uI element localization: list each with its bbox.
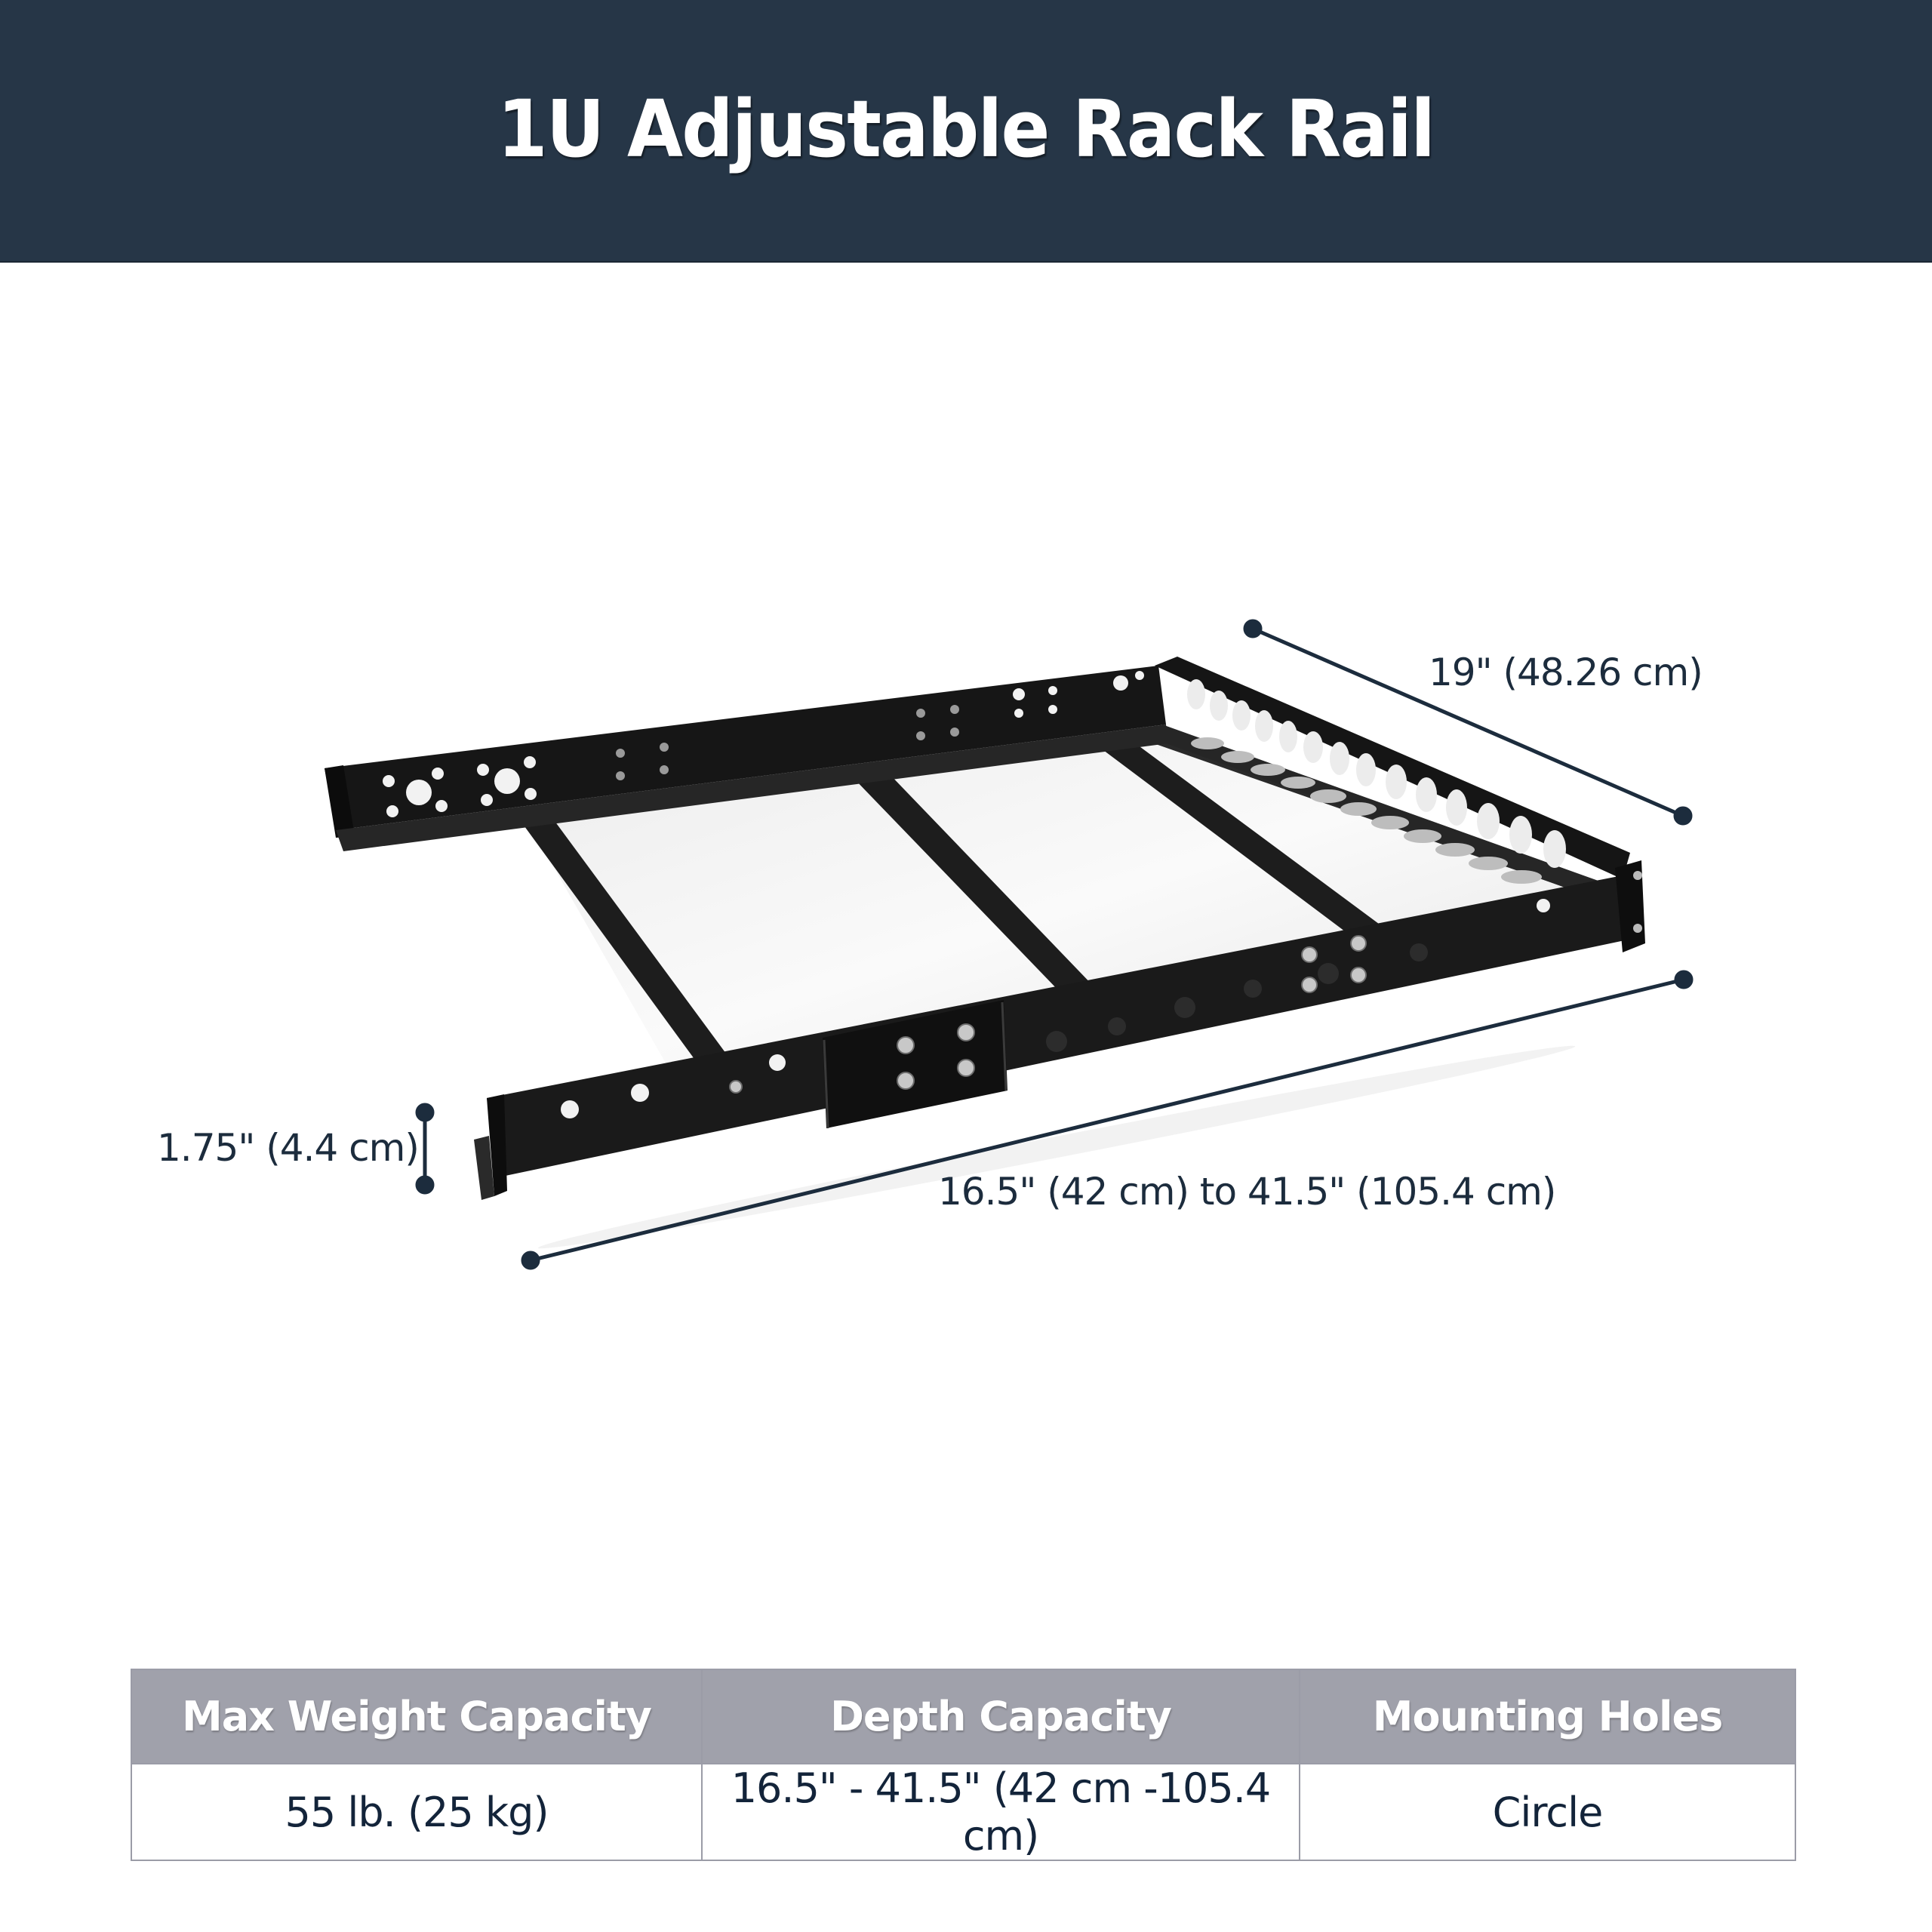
spec-table-header-row: Max Weight Capacity Depth Capacity Mount… xyxy=(131,1669,1796,1764)
depth-dimension-line xyxy=(530,977,1684,1263)
width-dimension-start-dot xyxy=(1243,619,1263,638)
spec-table: Max Weight Capacity Depth Capacity Mount… xyxy=(131,1669,1796,1861)
dimension-lines xyxy=(415,619,1694,1270)
title-banner: 1U Adjustable Rack Rail xyxy=(0,0,1932,263)
depth-dimension-label: 16.5" (42 cm) to 41.5" (105.4 cm) xyxy=(938,1170,1556,1214)
depth-capacity-value: 16.5" - 41.5" (42 cm -105.4 cm) xyxy=(701,1763,1300,1861)
column-header-max-weight: Max Weight Capacity xyxy=(131,1669,703,1764)
depth-dimension-end-dot xyxy=(1674,970,1694,989)
width-dimension-label: 19" (48.26 cm) xyxy=(1429,651,1703,694)
height-dimension-bottom-dot xyxy=(415,1175,435,1195)
column-header-mounting-holes: Mounting Holes xyxy=(1299,1669,1796,1764)
rack-rail-image xyxy=(325,657,1645,1249)
table-row: 55 lb. (25 kg) 16.5" - 41.5" (42 cm -105… xyxy=(131,1763,1796,1861)
depth-dimension-start-dot xyxy=(521,1251,540,1270)
width-dimension-end-dot xyxy=(1673,806,1693,826)
height-dimension-top-dot xyxy=(415,1103,435,1122)
mounting-holes-value: Circle xyxy=(1299,1763,1796,1861)
height-dimension-label: 1.75" (4.4 cm) xyxy=(157,1126,420,1170)
page-title: 1U Adjustable Rack Rail xyxy=(497,83,1435,175)
width-dimension-line xyxy=(1252,626,1684,818)
max-weight-value: 55 lb. (25 kg) xyxy=(131,1763,703,1861)
column-header-depth-capacity: Depth Capacity xyxy=(701,1669,1300,1764)
